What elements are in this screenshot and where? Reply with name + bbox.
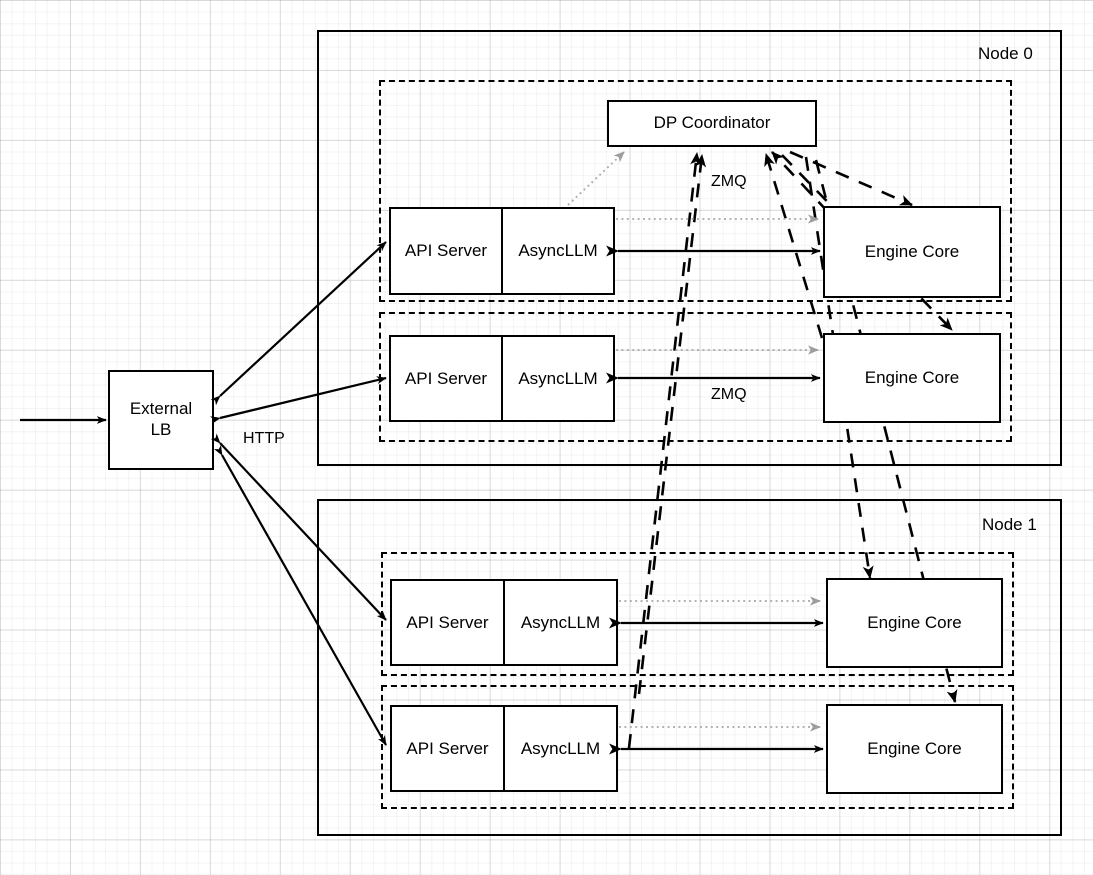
api-server-0[interactable]: API Server [391,209,503,293]
zmq-link-rank1-coordinator [764,153,824,339]
node-0-label: Node 0 [978,44,1033,63]
async-llm-label-1: AsyncLLM [518,368,598,388]
asyncllm-enginecore-links [606,245,824,755]
zmq-coordinator-links [627,151,829,749]
api-server-label-0: API Server [404,241,488,260]
engine-core-label-1: Engine Core [864,367,960,387]
lb-link-rank3 [213,445,387,746]
zmq-label-rank1: ZMQ [711,386,747,403]
dp-coordinator-label: DP Coordinator [653,113,771,133]
external-lb-label-line2: LB [150,420,172,439]
async-llm-label-3: AsyncLLM [520,738,601,758]
api-server-2[interactable]: API Server [392,581,505,664]
engine-core-label-3: Engine Core [867,738,962,758]
lb-link-rank2 [210,433,387,621]
api-server-3[interactable]: API Server [392,707,505,790]
external-lb-label-line1: External [129,399,193,419]
api-server-asyncllm-box-0[interactable]: API Server AsyncLLM [389,207,615,295]
dp-rank-group-3 [381,685,1014,809]
engine-core-box-3[interactable]: Engine Core [826,704,1003,794]
engine-core-box-0[interactable]: Engine Core [823,206,1001,298]
lb-link-rank0 [210,241,387,406]
gray-dotted-links [567,151,821,732]
api-server-asyncllm-box-2[interactable]: API Server AsyncLLM [390,579,618,666]
api-server-1[interactable]: API Server [391,337,503,420]
lb-apiserver-links [210,241,387,746]
engine-core-box-2[interactable]: Engine Core [826,578,1003,668]
async-llm-1[interactable]: AsyncLLM [503,337,613,420]
async-llm-3[interactable]: AsyncLLM [505,707,616,790]
coordinator-link-to-rank3 [814,159,958,703]
dp-coordinator-box[interactable]: DP Coordinator [607,100,817,147]
zmq-link-rank2-coordinator [637,154,707,695]
async-llm-label-0: AsyncLLM [518,241,598,260]
coordinator-link-to-rank0 [789,150,913,207]
engine-core-box-1[interactable]: Engine Core [823,333,1001,423]
api-server-asyncllm-box-1[interactable]: API Server AsyncLLM [389,335,615,422]
dp-rank-group-0 [379,80,1012,302]
dotted-link-asyncllm0-coordinator [567,151,625,206]
api-server-asyncllm-box-3[interactable]: API Server AsyncLLM [390,705,618,792]
zmq-link-rank0-coordinator [771,151,829,213]
engine-core-label-0: Engine Core [864,241,960,261]
engine-core-label-2: Engine Core [867,612,962,632]
zmq-label-coordinator: ZMQ [711,173,747,190]
api-server-label-3: API Server [406,738,489,758]
external-lb-box[interactable]: External LB [108,370,214,470]
api-server-label-1: API Server [404,368,488,388]
api-server-label-2: API Server [406,612,489,632]
lb-link-rank1 [210,376,387,425]
node-1-label: Node 1 [982,515,1037,534]
async-llm-label-2: AsyncLLM [520,612,601,632]
async-llm-0[interactable]: AsyncLLM [503,209,613,293]
async-llm-2[interactable]: AsyncLLM [505,581,616,664]
